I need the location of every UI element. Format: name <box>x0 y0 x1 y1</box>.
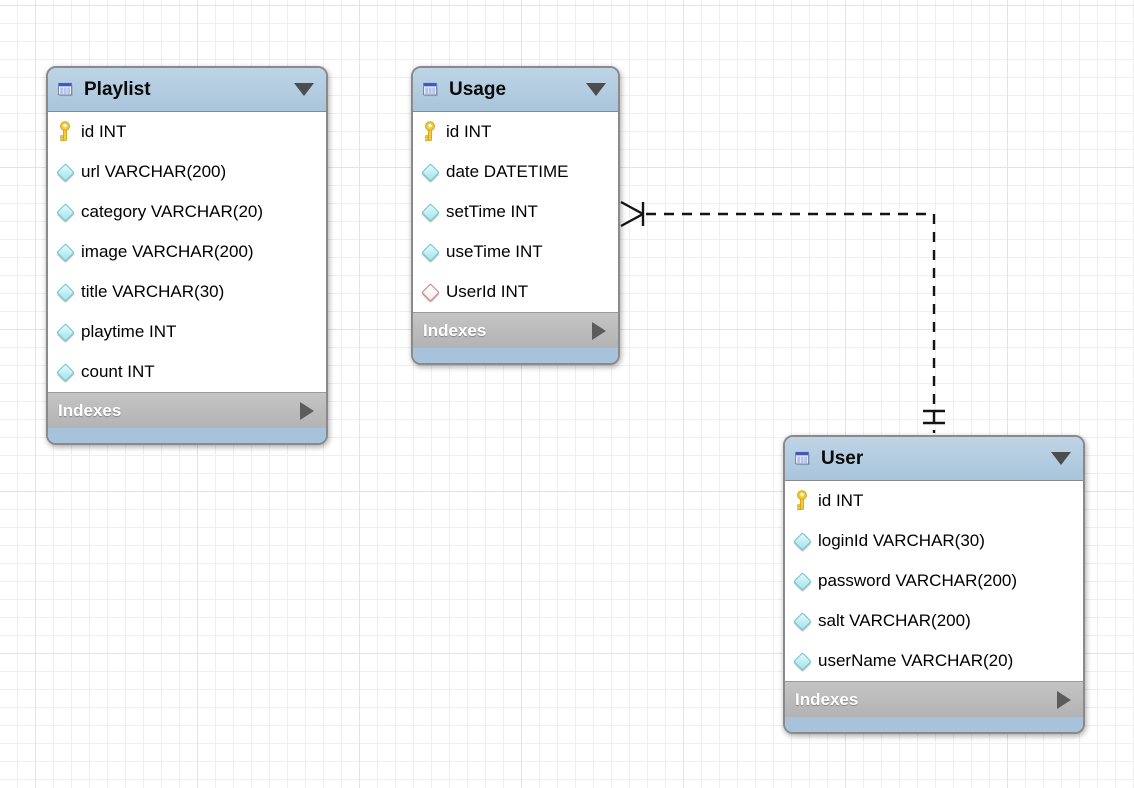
table-playlist-columns: id INT url VARCHAR(200) category VARCHAR… <box>48 112 326 392</box>
chevron-down-icon[interactable] <box>1051 452 1071 465</box>
table-column[interactable]: url VARCHAR(200) <box>48 152 326 192</box>
table-usage[interactable]: Usage id INT date DATETIME setTime INT <box>411 66 620 365</box>
primary-key-icon <box>422 121 438 143</box>
table-column[interactable]: UserId INT <box>413 272 618 312</box>
table-footer <box>785 717 1083 732</box>
column-icon <box>792 611 812 631</box>
column-icon <box>55 282 75 302</box>
column-icon <box>55 322 75 342</box>
table-column[interactable]: playtime INT <box>48 312 326 352</box>
column-label: image VARCHAR(200) <box>81 242 254 261</box>
column-label: id INT <box>81 122 127 141</box>
column-label: password VARCHAR(200) <box>818 571 1018 590</box>
table-user-columns: id INT loginId VARCHAR(30) password VARC… <box>785 481 1083 681</box>
table-icon <box>423 78 439 102</box>
one-double-tick-icon <box>923 409 945 425</box>
table-column[interactable]: category VARCHAR(20) <box>48 192 326 232</box>
table-column[interactable]: id INT <box>785 481 1083 521</box>
table-column[interactable]: password VARCHAR(200) <box>785 561 1083 601</box>
chevron-right-icon[interactable] <box>592 321 606 340</box>
primary-key-icon <box>794 490 810 512</box>
column-label: title VARCHAR(30) <box>81 282 225 301</box>
indexes-label: Indexes <box>795 689 859 709</box>
foreign-key-icon <box>420 282 440 302</box>
column-icon <box>792 531 812 551</box>
table-column[interactable]: id INT <box>48 112 326 152</box>
column-icon <box>420 242 440 262</box>
indexes-section[interactable]: Indexes <box>413 312 618 348</box>
column-icon <box>420 202 440 222</box>
table-column[interactable]: setTime INT <box>413 192 618 232</box>
chevron-right-icon[interactable] <box>300 401 314 420</box>
table-column[interactable]: useTime INT <box>413 232 618 272</box>
table-title: User <box>821 447 864 469</box>
table-column[interactable]: salt VARCHAR(200) <box>785 601 1083 641</box>
table-column[interactable]: title VARCHAR(30) <box>48 272 326 312</box>
chevron-down-icon[interactable] <box>294 83 314 96</box>
table-column[interactable]: loginId VARCHAR(30) <box>785 521 1083 561</box>
table-playlist[interactable]: Playlist id INT url VARCHAR(200) categor… <box>46 66 328 445</box>
table-footer <box>413 348 618 363</box>
indexes-section[interactable]: Indexes <box>785 681 1083 717</box>
column-icon <box>792 651 812 671</box>
table-title: Usage <box>449 78 507 100</box>
table-usage-columns: id INT date DATETIME setTime INT useTime… <box>413 112 618 312</box>
column-label: category VARCHAR(20) <box>81 202 264 221</box>
table-playlist-header[interactable]: Playlist <box>48 68 326 112</box>
table-title: Playlist <box>84 78 151 100</box>
column-label: id INT <box>818 491 864 510</box>
column-label: loginId VARCHAR(30) <box>818 531 985 550</box>
table-column[interactable]: userName VARCHAR(20) <box>785 641 1083 681</box>
column-label: salt VARCHAR(200) <box>818 611 971 630</box>
chevron-down-icon[interactable] <box>586 83 606 96</box>
indexes-section[interactable]: Indexes <box>48 392 326 428</box>
column-icon <box>792 571 812 591</box>
connector-line <box>646 212 936 433</box>
table-column[interactable]: count INT <box>48 352 326 392</box>
column-label: setTime INT <box>446 202 538 221</box>
column-icon <box>55 202 75 222</box>
table-icon <box>58 78 74 102</box>
crows-foot-many-icon <box>620 200 644 228</box>
column-icon <box>55 242 75 262</box>
table-user-header[interactable]: User <box>785 437 1083 481</box>
primary-key-icon <box>57 121 73 143</box>
table-icon <box>795 447 811 471</box>
indexes-label: Indexes <box>58 400 122 420</box>
column-label: playtime INT <box>81 322 177 341</box>
indexes-label: Indexes <box>423 320 487 340</box>
table-user[interactable]: User id INT loginId VARCHAR(30) password… <box>783 435 1085 734</box>
column-label: count INT <box>81 362 155 381</box>
column-label: userName VARCHAR(20) <box>818 651 1014 670</box>
column-label: UserId INT <box>446 282 529 301</box>
table-column[interactable]: image VARCHAR(200) <box>48 232 326 272</box>
table-column[interactable]: date DATETIME <box>413 152 618 192</box>
column-label: useTime INT <box>446 242 543 261</box>
column-icon <box>420 162 440 182</box>
chevron-right-icon[interactable] <box>1057 690 1071 709</box>
column-icon <box>55 162 75 182</box>
column-label: id INT <box>446 122 492 141</box>
column-label: url VARCHAR(200) <box>81 162 227 181</box>
table-usage-header[interactable]: Usage <box>413 68 618 112</box>
column-icon <box>55 362 75 382</box>
column-label: date DATETIME <box>446 162 569 181</box>
table-column[interactable]: id INT <box>413 112 618 152</box>
table-footer <box>48 428 326 443</box>
